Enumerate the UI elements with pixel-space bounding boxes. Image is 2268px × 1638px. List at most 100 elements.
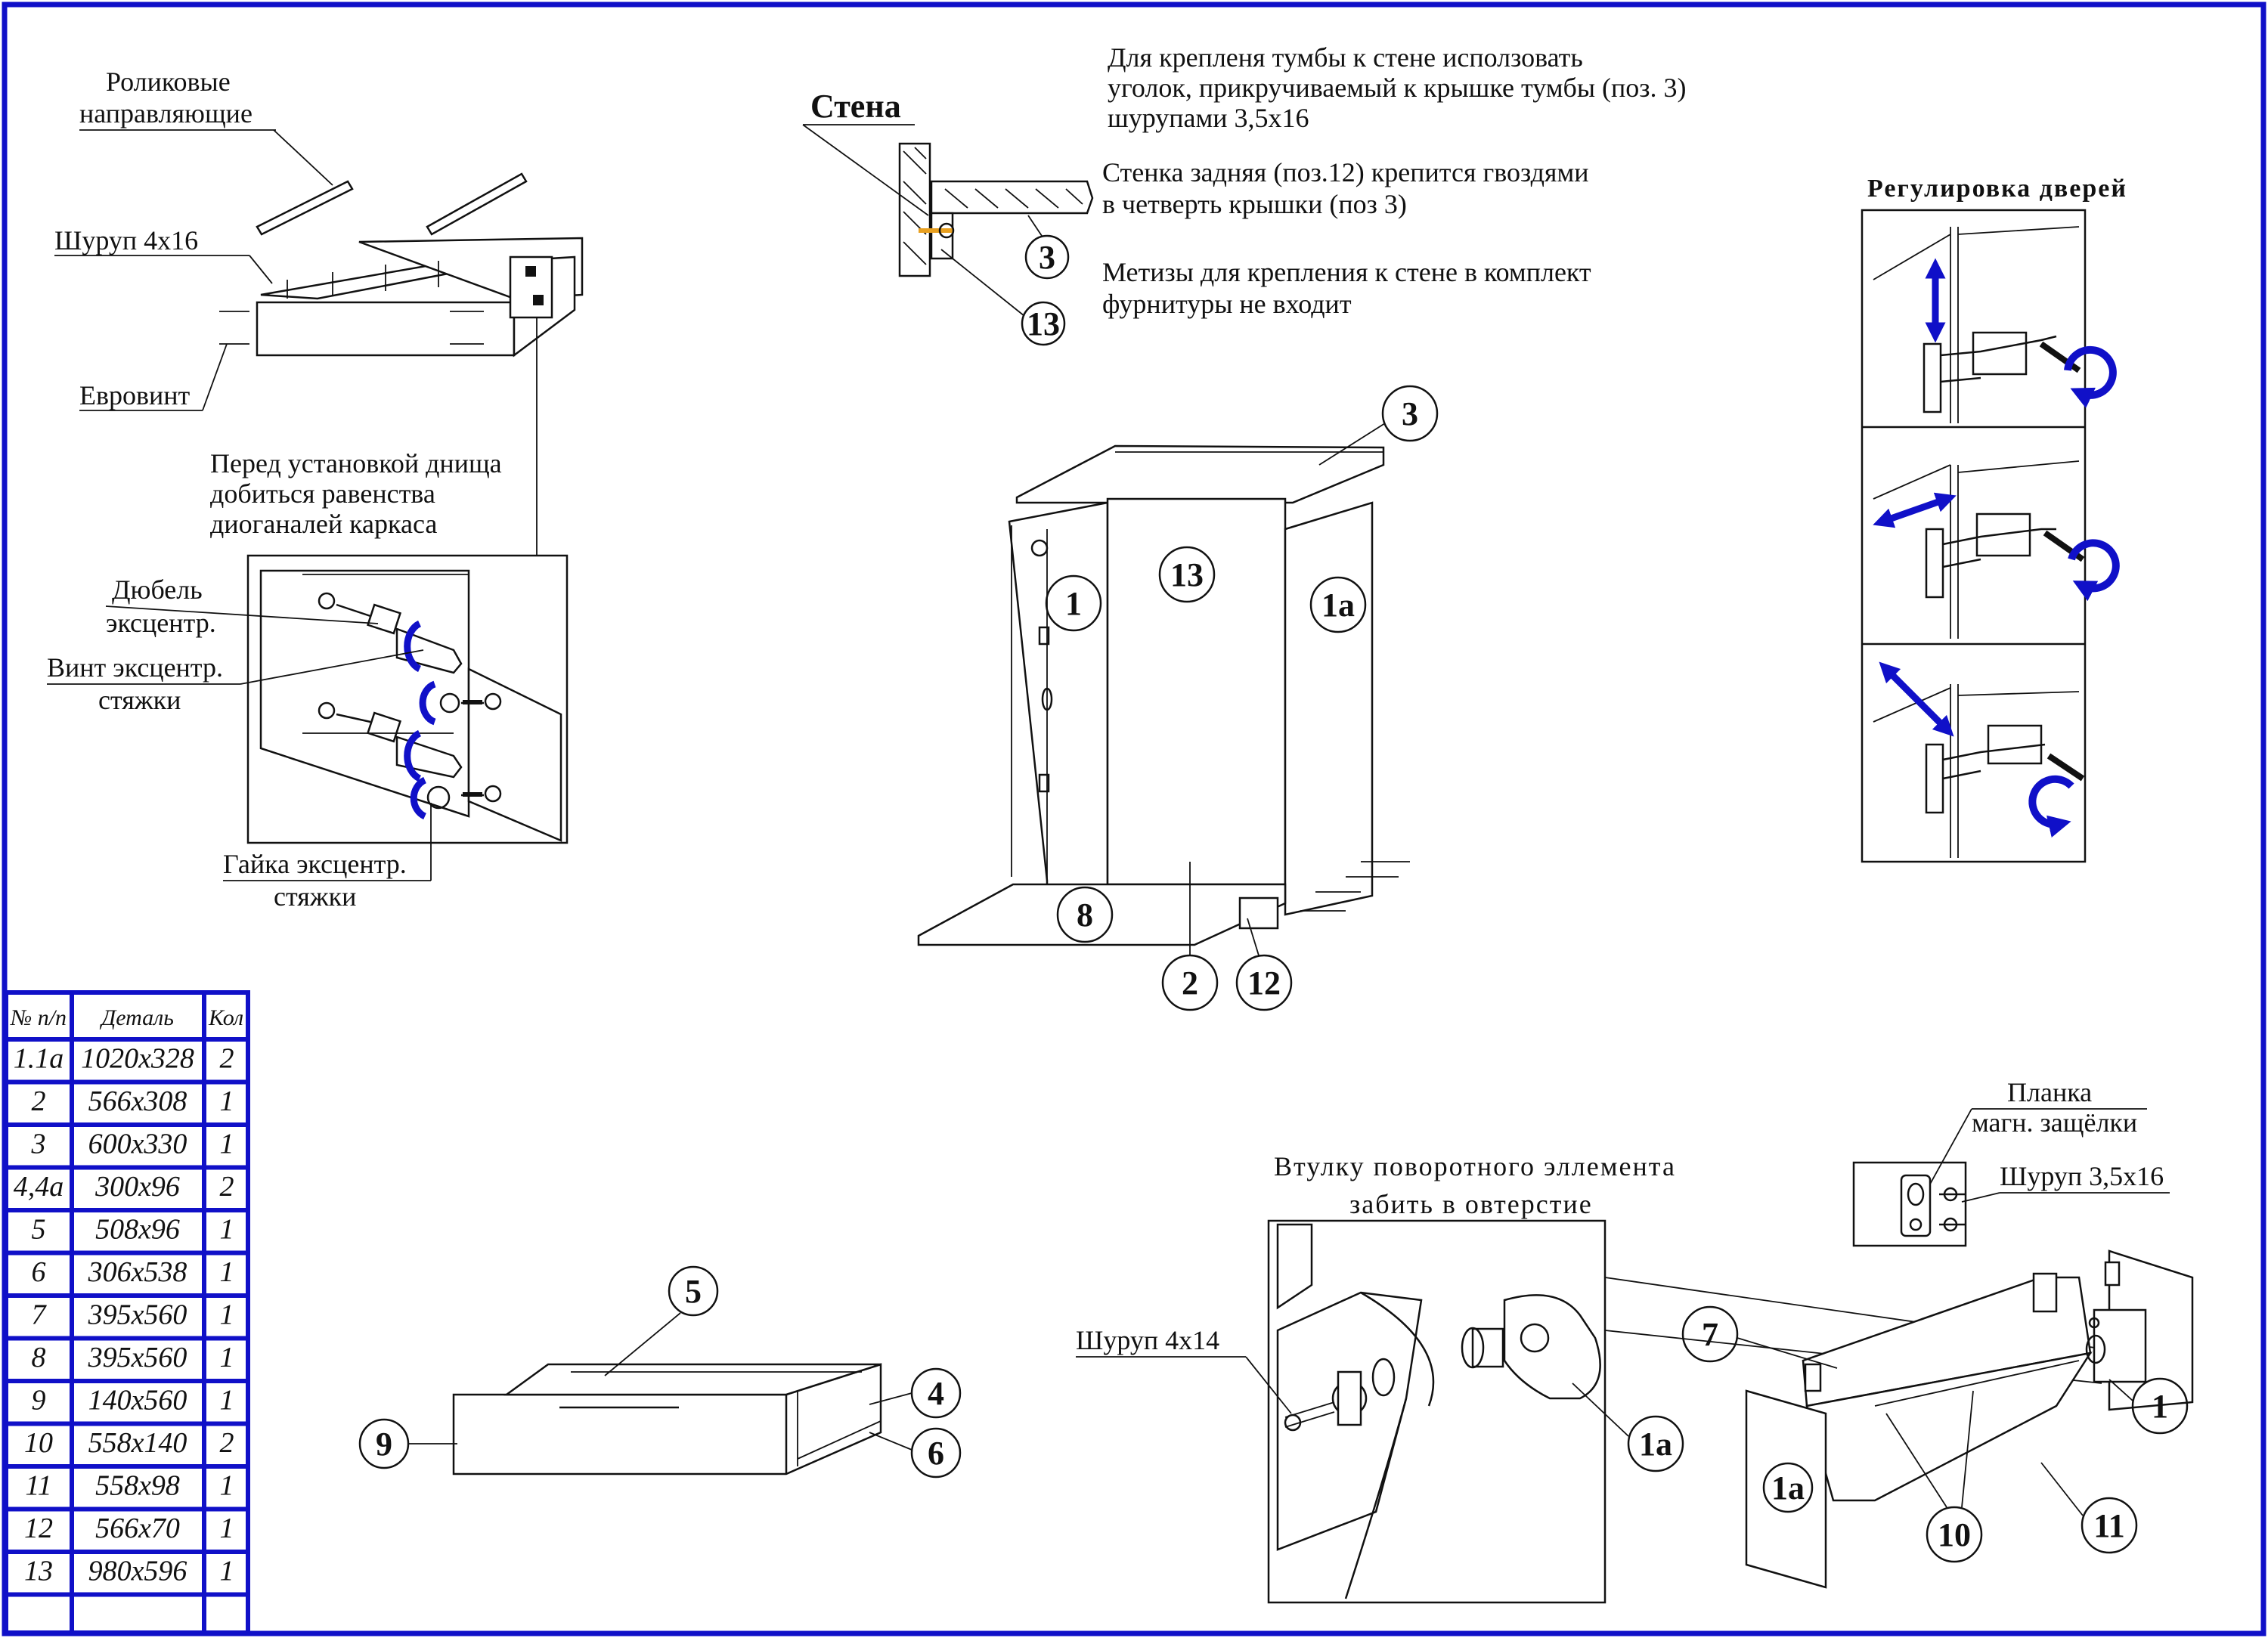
wall-callout-13: 13 xyxy=(1027,305,1060,342)
table-cell-no: 4,4а xyxy=(14,1171,64,1203)
drawer-callout-9: 9 xyxy=(376,1426,392,1463)
magnet-callout-10: 10 xyxy=(1938,1516,1971,1553)
cabinet-callout-1a: 1а xyxy=(1321,587,1355,624)
table-cell-detail: 566х70 xyxy=(95,1513,180,1544)
table-cell-qty: 1 xyxy=(220,1299,234,1330)
drawer-box-exploded: Роликовые направляющие Шуруп 4х16 Еврови… xyxy=(54,67,584,556)
table-cell-no: 9 xyxy=(32,1384,46,1416)
dowel-label-line2: эксцентр. xyxy=(106,608,216,638)
magnet-callout-1: 1 xyxy=(2152,1388,2168,1425)
wall-note-line2: уголок, прикручиваемый к крышке тумбы (п… xyxy=(1108,73,1686,103)
table-cell-qty: 1 xyxy=(220,1085,234,1117)
cabinet-callout-12: 12 xyxy=(1247,965,1281,1002)
nut-eccentric-label-line2: стяжки xyxy=(274,881,356,912)
drawer-callout-5: 5 xyxy=(685,1273,702,1310)
table-header-qty: Кол xyxy=(208,1005,243,1030)
diagonal-note-line1: Перед установкой днища xyxy=(210,448,502,478)
screw-4x14-label: Шуруп 4х14 xyxy=(1076,1325,1219,1355)
table-cell-qty: 1 xyxy=(220,1342,234,1373)
magnet-plate-label-line2: магн. защёлки xyxy=(1972,1107,2137,1138)
cabinet-exploded: 3 1 13 1а 8 2 12 xyxy=(917,385,1439,1011)
table-cell-detail: 980х596 xyxy=(88,1555,187,1587)
wall-callout-3: 3 xyxy=(1039,239,1055,276)
cabinet-callout-1: 1 xyxy=(1065,585,1082,622)
magnet-catch-assembly: Планка магн. защёлки Шуруп 3,5х16 7 1 xyxy=(1681,1077,2194,1589)
hinge-callout-1a: 1а xyxy=(1639,1426,1672,1463)
diagonal-note-line2: добиться равенства xyxy=(210,478,435,509)
table-cell-qty: 2 xyxy=(220,1171,234,1203)
table-cell-detail: 140х560 xyxy=(88,1384,187,1416)
dowel-label-line1: Дюбель xyxy=(112,574,203,605)
screw-eccentric-label-line2: стяжки xyxy=(98,685,181,715)
table-cell-detail: 558х98 xyxy=(95,1469,180,1501)
eurovint-label: Евровинт xyxy=(79,380,191,410)
table-cell-no: 1.1а xyxy=(14,1042,64,1074)
table-cell-qty: 2 xyxy=(220,1427,234,1459)
table-cell-no: 6 xyxy=(32,1256,46,1288)
cabinet-callout-8: 8 xyxy=(1077,896,1093,934)
table-cell-detail: 395х560 xyxy=(88,1342,187,1373)
table-cell-no: 11 xyxy=(25,1469,51,1501)
table-cell-detail: 508х96 xyxy=(95,1213,180,1245)
hinge-note-line1: Втулку поворотного эллемента xyxy=(1274,1151,1676,1181)
door-adjustment-title: Регулировка дверей xyxy=(1867,175,2127,203)
table-cell-no: 2 xyxy=(32,1085,46,1117)
cabinet-callout-3: 3 xyxy=(1402,395,1418,432)
table-cell-no: 10 xyxy=(24,1427,53,1459)
wall-note-line5: в четверть крышки (поз 3) xyxy=(1102,189,1407,219)
cabinet-callout-2: 2 xyxy=(1182,965,1198,1002)
table-cell-detail: 300х96 xyxy=(94,1171,180,1203)
hinge-detail: Втулку поворотного эллемента забить в ов… xyxy=(1076,1151,2133,1604)
nut-eccentric-label-line1: Гайка эксцентр. xyxy=(223,849,407,879)
screw-eccentric-label-line1: Винт эксцентр. xyxy=(47,652,223,683)
table-header-detail: Деталь xyxy=(99,1005,174,1030)
wall-note-line1: Для крепленя тумбы к стене исползовать xyxy=(1108,42,1583,73)
table-header-no: № п/п xyxy=(10,1005,67,1030)
wall-note-line3: шурупами 3,5х16 xyxy=(1108,103,1309,133)
wall-note-line7: фурнитуры не входит xyxy=(1102,289,1352,319)
table-cell-qty: 1 xyxy=(220,1513,234,1544)
screw-4x16-label: Шуруп 4х16 xyxy=(54,225,198,255)
table-cell-no: 8 xyxy=(32,1342,46,1373)
drawer-assembly: 5 4 6 9 xyxy=(358,1265,962,1479)
drawer-callout-4: 4 xyxy=(928,1375,944,1412)
screw-3-5x16-label: Шуруп 3,5х16 xyxy=(2000,1161,2164,1191)
table-cell-detail: 306х538 xyxy=(88,1256,187,1288)
wall-note-line6: Метизы для крепления к стене в комплект xyxy=(1102,257,1591,287)
table-cell-no: 12 xyxy=(24,1513,53,1544)
wall-mount-detail: Стена 3 13 Для крепленя тумбы к стене ис… xyxy=(802,42,1686,346)
magnet-callout-7: 7 xyxy=(1702,1316,1718,1353)
door-adjustment: Регулировка дверей xyxy=(1861,175,2127,863)
table-cell-qty: 1 xyxy=(220,1469,234,1501)
table-cell-qty: 1 xyxy=(220,1213,234,1245)
table-cell-detail: 1020х328 xyxy=(81,1042,194,1074)
wall-note-line4: Стенка задняя (поз.12) крепится гвоздями xyxy=(1102,157,1589,187)
table-cell-no: 5 xyxy=(32,1213,46,1245)
eccentric-detail: Дюбель эксцентр. Винт эксцентр. стяжки Г… xyxy=(47,554,569,912)
table-cell-no: 13 xyxy=(24,1555,53,1587)
magnet-callout-11: 11 xyxy=(2093,1507,2125,1544)
roller-guides-label-line1: Роликовые xyxy=(106,67,231,97)
hinge-note-line2: забить в овтерстие xyxy=(1349,1189,1593,1219)
table-cell-detail: 566х308 xyxy=(88,1085,187,1117)
magnet-plate-label-line1: Планка xyxy=(2007,1077,2092,1107)
table-cell-detail: 558х140 xyxy=(88,1427,187,1459)
table-cell-no: 3 xyxy=(31,1128,46,1160)
table-cell-no: 7 xyxy=(32,1299,48,1330)
table-cell-qty: 2 xyxy=(220,1042,234,1074)
table-cell-qty: 1 xyxy=(220,1128,234,1160)
wall-label: Стена xyxy=(810,88,901,125)
diagonal-note-line3: диоганалей каркаса xyxy=(210,509,437,539)
magnet-callout-1a: 1а xyxy=(1771,1469,1805,1506)
table-cell-qty: 1 xyxy=(220,1256,234,1288)
cabinet-callout-13: 13 xyxy=(1170,556,1204,593)
table-cell-qty: 1 xyxy=(220,1384,234,1416)
roller-guides-label-line2: направляющие xyxy=(79,98,253,129)
table-cell-detail: 395х560 xyxy=(88,1299,187,1330)
drawer-callout-6: 6 xyxy=(928,1435,944,1472)
table-cell-detail: 600х330 xyxy=(88,1128,187,1160)
table-cell-qty: 1 xyxy=(220,1555,234,1587)
